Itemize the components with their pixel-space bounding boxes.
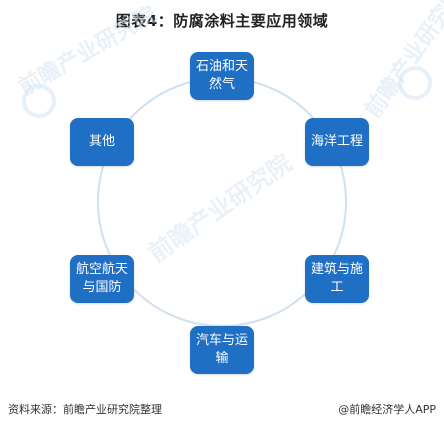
chart-title: 图表4：防腐涂料主要应用领域 (115, 12, 329, 30)
node-label-line: 建筑与施 (310, 262, 363, 277)
node-label-line: 工 (330, 280, 344, 295)
node-label: 其他 (89, 133, 115, 151)
watermark-logo-icon (398, 66, 432, 100)
node-label-line: 石油和天 (195, 59, 248, 74)
node-marine-engineering: 海洋工程 (305, 118, 369, 166)
node-label-line: 其他 (88, 134, 115, 149)
watermark-logo-icon (22, 84, 56, 118)
node-label: 建筑与施工 (311, 261, 363, 297)
node-label-line: 汽车与运 (195, 333, 248, 348)
node-label: 海洋工程 (311, 133, 363, 151)
node-label: 汽车与运输 (196, 332, 248, 368)
node-label-line: 与国防 (82, 280, 122, 295)
credit-note: @前瞻经济学人APP (338, 403, 436, 416)
source-note: 资料来源：前瞻产业研究院整理 (8, 403, 162, 416)
node-construction: 建筑与施工 (305, 255, 369, 303)
node-automotive-transport: 汽车与运输 (190, 326, 254, 374)
node-label-line: 海洋工程 (310, 134, 363, 149)
node-label-line: 输 (215, 351, 229, 366)
node-oil-and-gas: 石油和天然气 (190, 52, 254, 100)
node-other: 其他 (70, 118, 134, 166)
node-aerospace-defense: 航空航天与国防 (70, 255, 134, 303)
node-label-line: 航空航天 (75, 262, 128, 277)
node-label-line: 然气 (208, 77, 235, 92)
node-label: 石油和天然气 (196, 58, 248, 94)
node-label: 航空航天与国防 (76, 261, 128, 297)
